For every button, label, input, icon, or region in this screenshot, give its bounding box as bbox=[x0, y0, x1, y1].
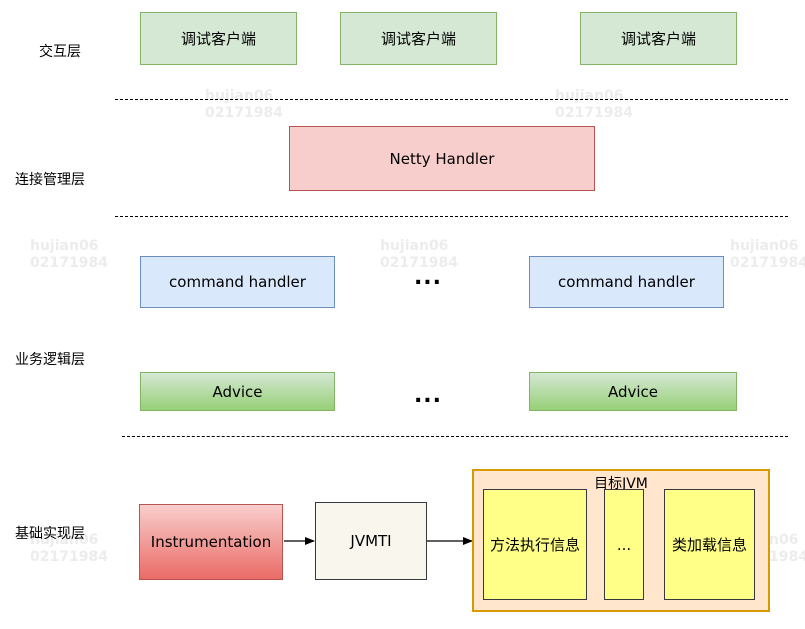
command-handler-box: command handler bbox=[529, 256, 724, 308]
layer-label-business: 业务逻辑层 bbox=[15, 352, 85, 368]
debug-client-box: 调试客户端 bbox=[140, 12, 297, 65]
layer-label-connection: 连接管理层 bbox=[15, 172, 85, 188]
jvmti-box: JVMTI bbox=[315, 502, 427, 580]
advice-box: Advice bbox=[140, 372, 335, 411]
advice-box: Advice bbox=[529, 372, 737, 411]
netty-handler-box: Netty Handler bbox=[289, 126, 595, 191]
layer-label-foundation: 基础实现层 bbox=[15, 526, 85, 542]
ellipsis: ... bbox=[413, 382, 443, 408]
ellipsis: ... bbox=[413, 264, 443, 290]
debug-client-box: 调试客户端 bbox=[340, 12, 497, 65]
layer-divider bbox=[115, 216, 788, 217]
layer-divider bbox=[122, 436, 788, 437]
ellipsis-box: ... bbox=[604, 489, 644, 600]
target-jvm-title: 目标JVM bbox=[594, 476, 648, 492]
layer-label-interaction: 交互层 bbox=[39, 44, 81, 60]
method-execution-info-box: 方法执行信息 bbox=[483, 489, 587, 600]
class-loading-info-box: 类加载信息 bbox=[664, 489, 755, 600]
layer-divider bbox=[115, 99, 788, 100]
debug-client-box: 调试客户端 bbox=[580, 12, 737, 65]
instrumentation-box: Instrumentation bbox=[139, 504, 283, 580]
command-handler-box: command handler bbox=[140, 256, 335, 308]
